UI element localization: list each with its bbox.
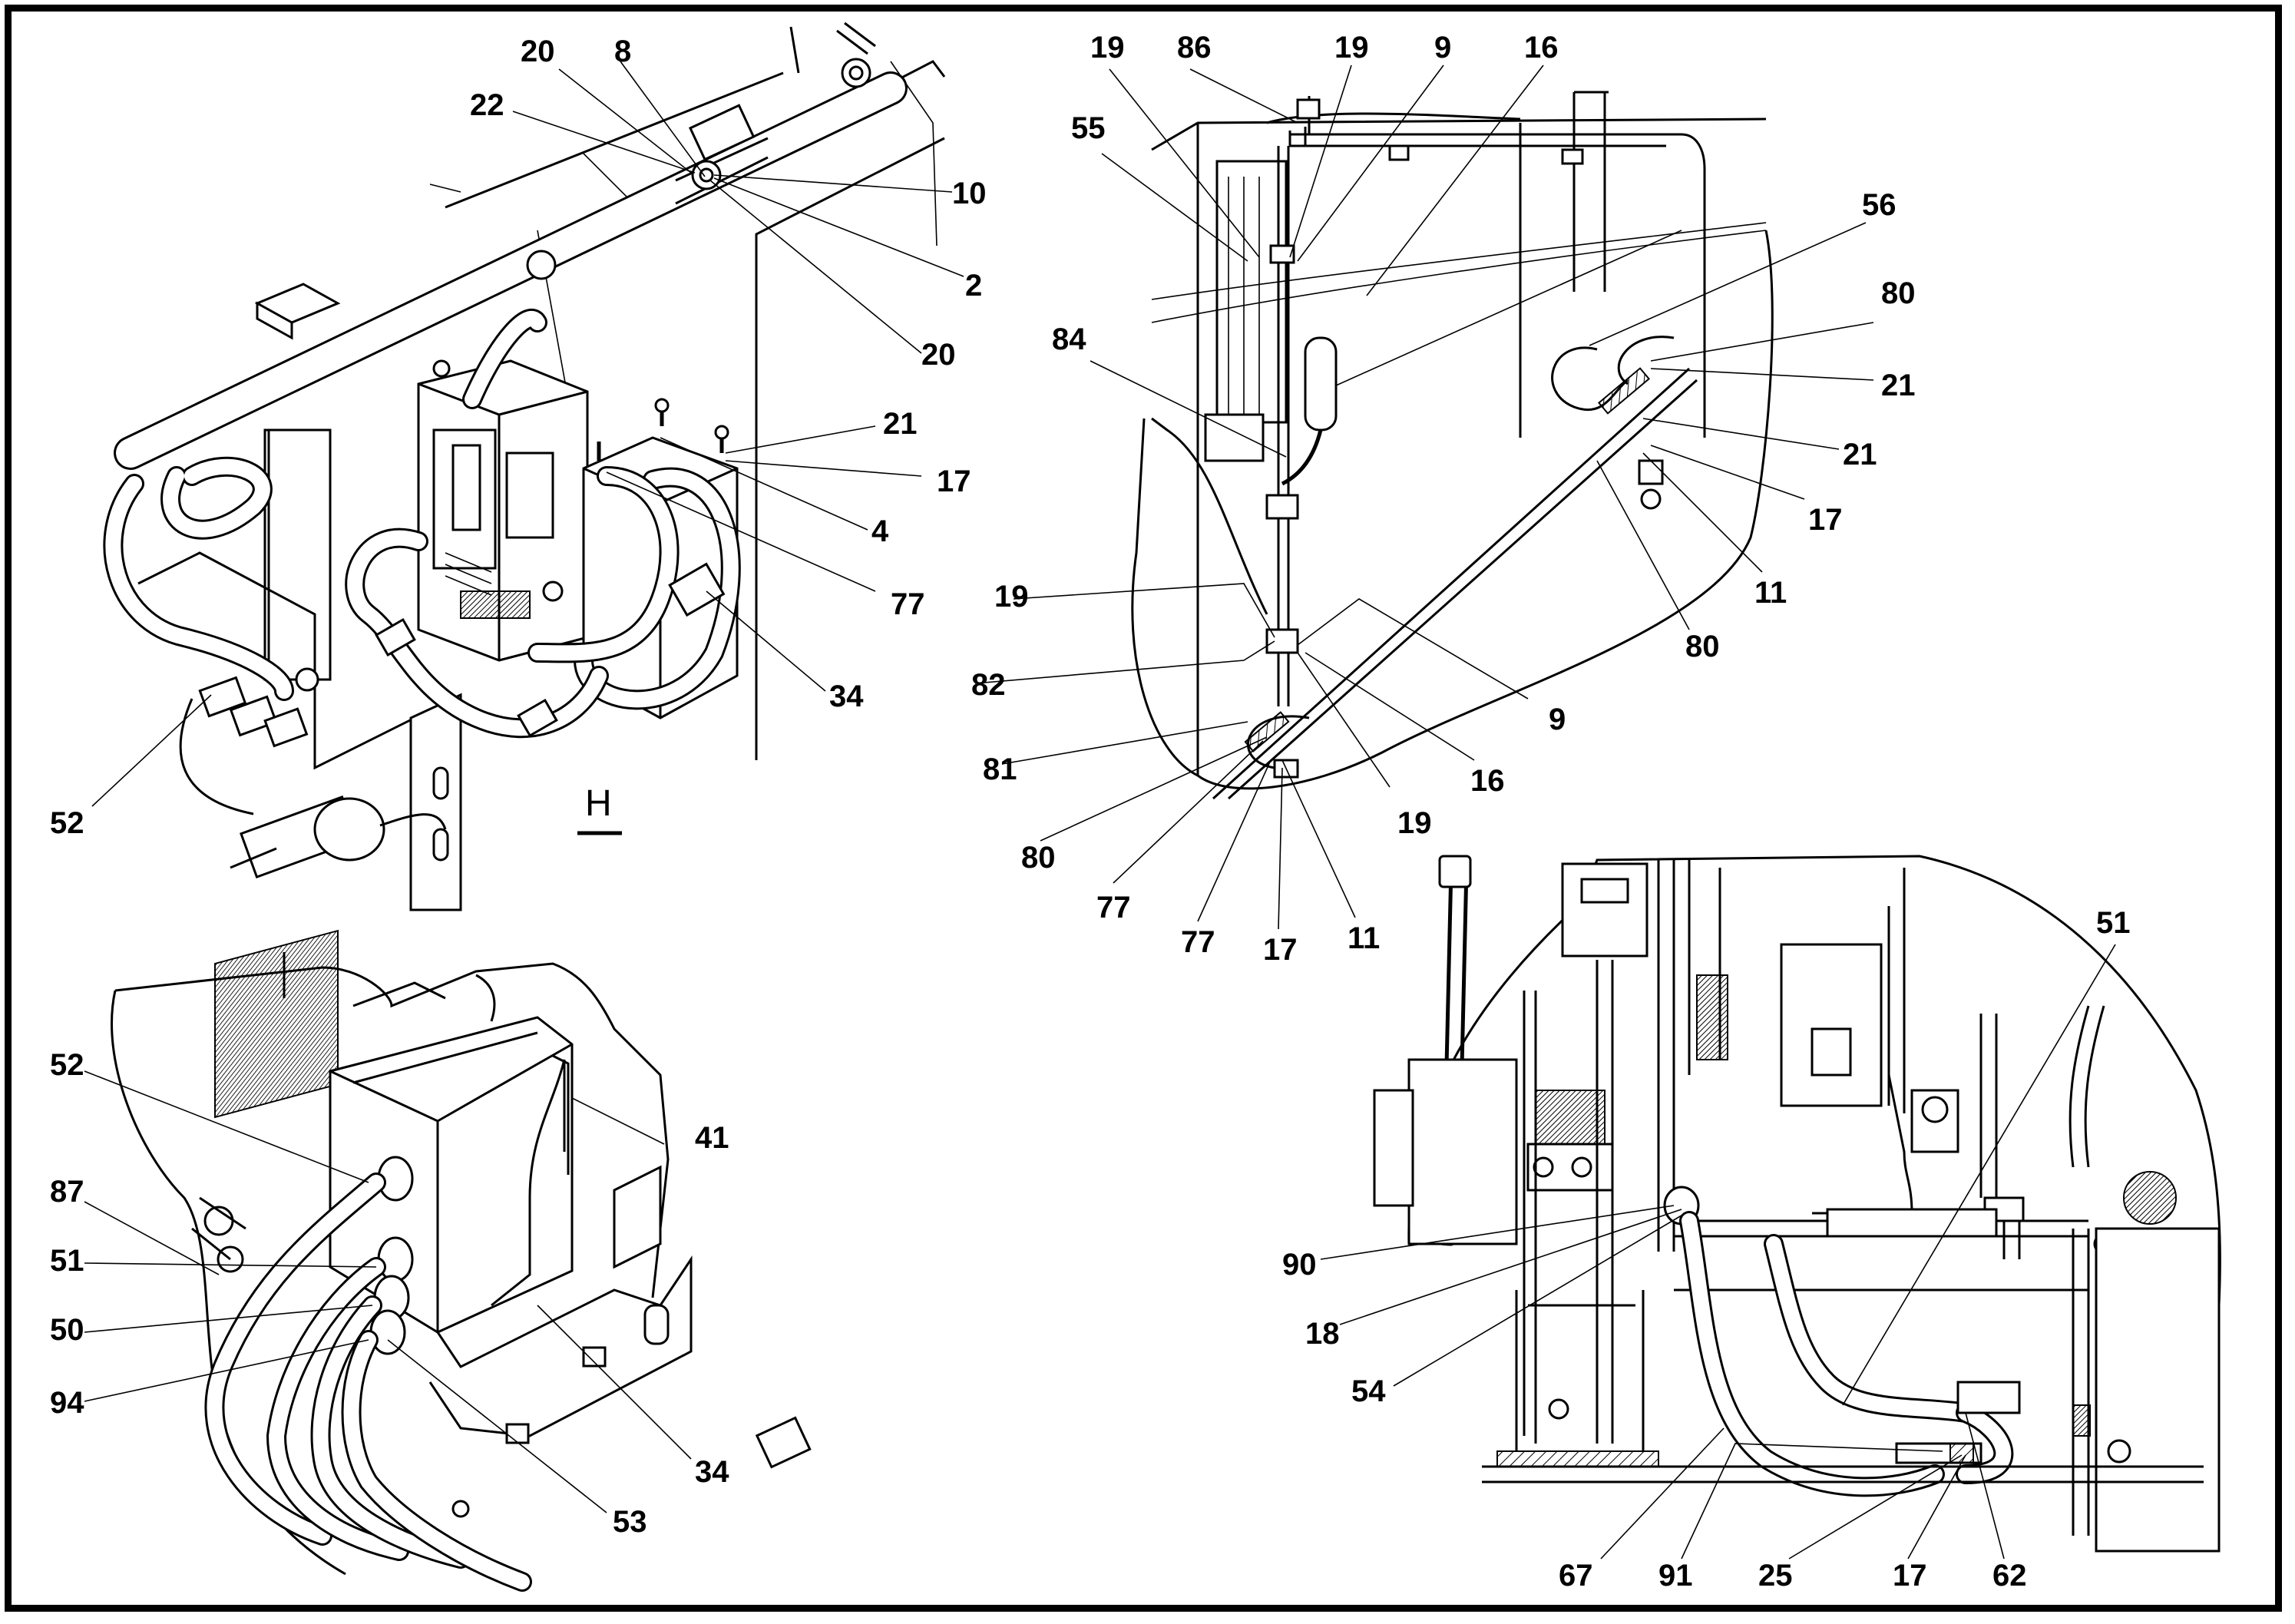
callout: 87 — [50, 1175, 84, 1209]
callout: 52 — [50, 806, 84, 840]
callout: 8 — [614, 35, 631, 68]
callout: 21 — [883, 407, 918, 441]
callout: 9 — [1549, 703, 1566, 736]
view-right-bottom-callouts: 51 90 18 54 67 91 25 17 62 — [1282, 906, 2131, 1593]
callout: 16 — [1524, 31, 1559, 64]
callout: 94 — [50, 1386, 84, 1420]
callout: 62 — [1992, 1559, 2027, 1593]
callout: 53 — [613, 1505, 647, 1539]
callout: 91 — [1658, 1559, 1693, 1593]
view-h-callouts: 20 8 22 10 2 20 21 17 4 77 34 52 — [50, 35, 987, 840]
callout: 17 — [1893, 1559, 1927, 1593]
view-left-bottom-callouts: 52 41 87 51 50 94 34 53 — [50, 1048, 729, 1539]
view-h-artwork — [103, 21, 946, 911]
view-right-top-artwork — [1131, 91, 1774, 800]
callout: 51 — [50, 1244, 84, 1278]
callout: 34 — [829, 680, 864, 713]
callout: 18 — [1305, 1317, 1340, 1351]
callout: 51 — [2096, 906, 2131, 940]
callout: 81 — [983, 752, 1017, 786]
callout: 21 — [1881, 369, 1916, 402]
callout: 20 — [921, 338, 956, 372]
callout: 84 — [1052, 322, 1086, 356]
callout: 4 — [871, 514, 889, 548]
callout: 16 — [1470, 764, 1505, 798]
callout: 86 — [1177, 31, 1212, 64]
callout: 80 — [1685, 630, 1720, 663]
view-right-bottom-artwork — [1373, 855, 2221, 1553]
callout: 25 — [1758, 1559, 1793, 1593]
callout: 21 — [1843, 438, 1877, 471]
callout: 67 — [1559, 1559, 1593, 1593]
callout: 17 — [1263, 933, 1298, 967]
callout: 52 — [50, 1048, 84, 1082]
callout: 11 — [1348, 921, 1380, 955]
callout: 17 — [937, 465, 971, 498]
callout: 2 — [965, 269, 982, 303]
callout: 22 — [470, 88, 504, 122]
callout: 19 — [1397, 806, 1432, 840]
callout: 55 — [1071, 111, 1106, 145]
callout: 50 — [50, 1313, 84, 1347]
callout: 20 — [521, 35, 555, 68]
callout: 17 — [1808, 503, 1843, 537]
callout: 34 — [695, 1455, 729, 1489]
callout: 11 — [1754, 576, 1787, 610]
callout: 10 — [952, 177, 987, 210]
view-left-bottom-artwork — [111, 929, 812, 1592]
callout: 9 — [1434, 31, 1451, 64]
callout: 90 — [1282, 1248, 1317, 1282]
callout: 77 — [891, 587, 925, 621]
callout: 80 — [1021, 841, 1056, 875]
callout: 80 — [1881, 276, 1916, 310]
callout: 82 — [971, 668, 1006, 702]
leader-lines — [84, 61, 2116, 1560]
callout: 54 — [1351, 1374, 1386, 1408]
callout: 56 — [1862, 188, 1897, 222]
callout: 19 — [1334, 31, 1369, 64]
callout: 77 — [1181, 925, 1215, 959]
view-right-top-callouts: 19 86 19 9 16 55 56 80 84 21 21 17 11 80… — [971, 31, 1916, 967]
callout: 19 — [1090, 31, 1125, 64]
callout: 41 — [695, 1121, 729, 1155]
view-letter: H — [585, 783, 612, 824]
callout: 19 — [994, 580, 1029, 614]
callout: 77 — [1096, 891, 1131, 924]
